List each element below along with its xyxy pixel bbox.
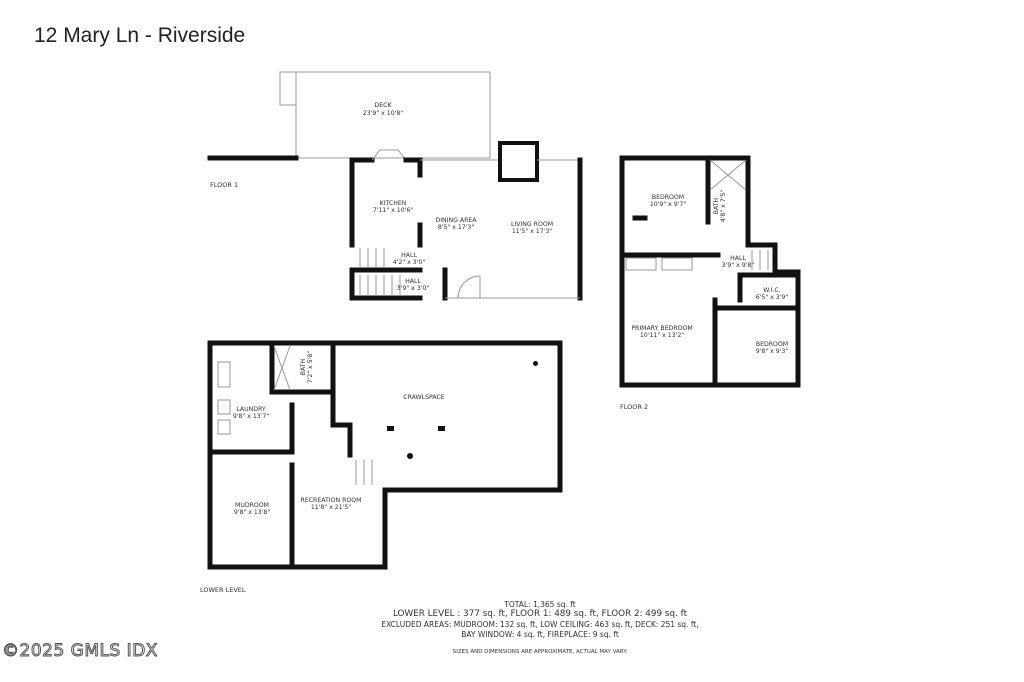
room-dims: 10'11" x 13'2"	[640, 332, 684, 339]
room-dims: 9'8" x 9'3"	[756, 348, 789, 355]
summary-excluded-2: BAY WINDOW: 4 sq. ft, FIREPLACE: 9 sq. f…	[461, 630, 619, 639]
room-dims: 4'2" x 3'0"	[393, 259, 426, 266]
room-dims: 3'9" x 3'0"	[397, 285, 430, 292]
room-dims: 11'5" x 17'3"	[512, 228, 552, 235]
floor-2-plan: FLOOR 2 BEDROOM 10'9" x 9'7" BATH 4'8" x…	[619, 155, 801, 411]
room-name: CRAWLSPACE	[403, 394, 445, 401]
fireplace	[498, 141, 539, 182]
room-name: BEDROOM	[652, 194, 684, 201]
room-name: HALL	[401, 252, 417, 259]
room-name: DECK	[374, 102, 392, 109]
watermark: ©2025 GMLS IDX	[2, 641, 158, 662]
room-dims: 7'2" x 5'8"	[307, 351, 314, 384]
room-dims: 10'9" x 9'7"	[650, 201, 687, 208]
room-name: LIVING ROOM	[511, 221, 553, 228]
summary-excluded-1: EXCLUDED AREAS: MUDROOM: 132 sq. ft, LOW…	[381, 620, 699, 629]
room-dims: 9'8" x 13'8"	[234, 509, 271, 516]
room-dims: 9'8" x 13'7"	[233, 413, 270, 420]
disclaimer: SIZES AND DIMENSIONS ARE APPROXIMATE, AC…	[452, 649, 628, 655]
deck-stairs	[279, 71, 297, 106]
lower-level-label: LOWER LEVEL	[200, 586, 246, 594]
floor-1-label: FLOOR 1	[210, 181, 238, 189]
room-name: DINING AREA	[435, 217, 477, 224]
room-dims: 23'9" x 10'8"	[363, 110, 403, 117]
lower-level-plan: LOWER LEVEL CRAWLSPACE LAUNDRY 9'8" x 13…	[200, 340, 563, 594]
room-name: PRIMARY BEDROOM	[631, 325, 692, 332]
listing-title: 12 Mary Ln - Riverside	[34, 24, 246, 47]
floor-2-label: FLOOR 2	[620, 403, 648, 411]
room-name: HALL	[730, 255, 746, 262]
summary-levels: LOWER LEVEL : 377 sq. ft, FLOOR 1: 489 s…	[392, 609, 688, 619]
room-dims: 8'5" x 17'3"	[438, 224, 475, 231]
room-name: MUDROOM	[235, 502, 269, 509]
floor-1-plan: FLOOR 1 DECK 23'9" x 10'8" KITCHEN 7'11"…	[207, 71, 583, 301]
room-name: LAUNDRY	[236, 406, 266, 413]
room-name: KITCHEN	[380, 200, 407, 207]
room-dims: 11'8" x 21'5"	[311, 504, 351, 511]
room-dims: 4'8" x 7'5"	[720, 190, 727, 223]
room-name: BATH	[713, 197, 720, 214]
room-name: BATH	[300, 358, 307, 375]
room-name: HALL	[405, 278, 421, 285]
room-dims: 6'5" x 3'9"	[756, 294, 789, 301]
room-name: RECREATION ROOM	[301, 497, 362, 504]
deck-outline	[295, 71, 491, 159]
room-name: W.I.C.	[763, 287, 780, 294]
room-name: BEDROOM	[756, 341, 788, 348]
room-dims: 7'11" x 10'6"	[373, 207, 413, 214]
summary-total: TOTAL: 1,365 sq. ft	[504, 600, 576, 609]
room-dims: 3'9" x 9'8"	[722, 262, 755, 269]
